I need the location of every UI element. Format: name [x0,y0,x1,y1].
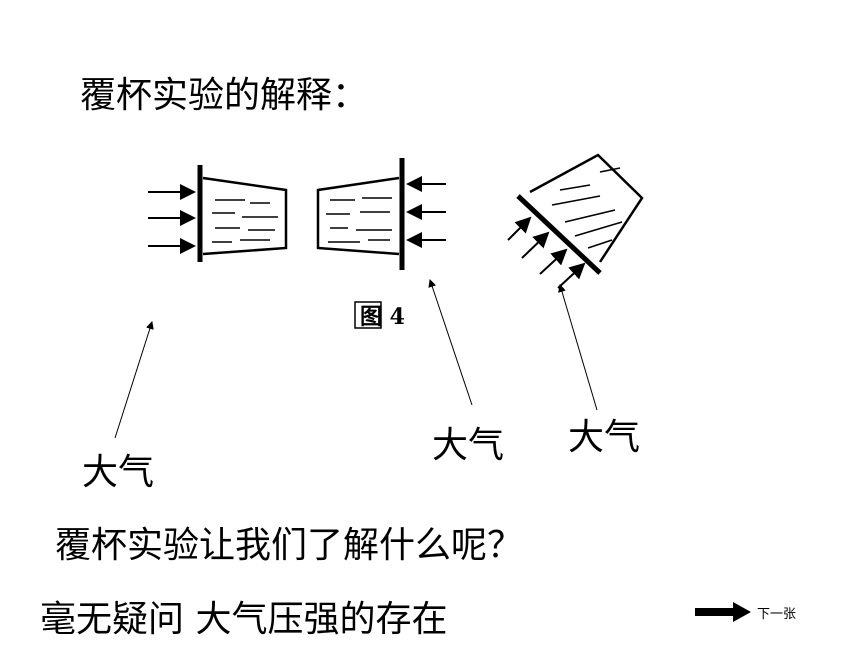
right-arrow-icon [695,602,751,622]
air-label-right: 大气 [568,417,641,458]
air-label-left: 大气 [82,452,155,493]
next-slide-button[interactable]: 下一张 [695,598,796,626]
label-pointers [114,279,598,439]
answer-text: 毫无疑问 大气压强的存在 [40,599,448,640]
figure-caption: 图 4 [360,304,405,330]
cup-left-diagram [148,165,288,262]
slide-title: 覆杯实验的解释： [80,75,369,116]
question-text: 覆杯实验让我们了解什么呢？ [55,525,524,566]
air-label-middle: 大气 [432,425,505,466]
caption-box [354,301,382,329]
cup-tilted-diagram [507,153,644,289]
next-slide-label: 下一张 [757,606,797,622]
cup-right-diagram [316,158,446,270]
